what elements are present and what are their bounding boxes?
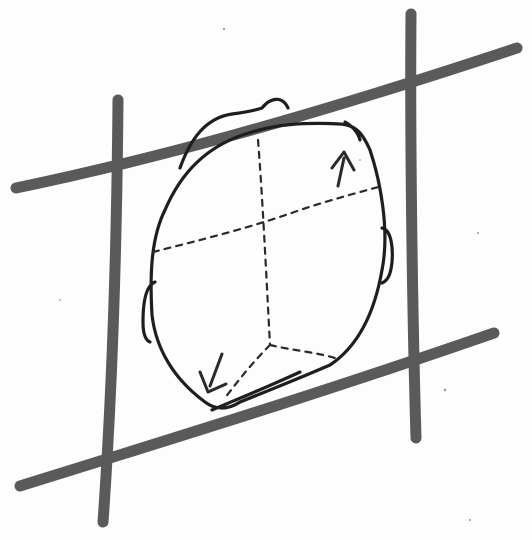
frame-top-diagonal: [16, 48, 517, 188]
arrow-up-right: [338, 158, 344, 186]
arrow-down-left: [210, 354, 222, 386]
frame-bottom-diagonal: [20, 333, 494, 486]
dashed-lower-right: [270, 345, 335, 358]
dashed-horizontal: [153, 186, 382, 252]
dashed-lower-left: [225, 345, 270, 398]
construction-lines: [153, 140, 382, 398]
head-outline: [151, 123, 385, 408]
dashed-vertical: [258, 140, 270, 345]
frame-lines: [16, 14, 517, 522]
